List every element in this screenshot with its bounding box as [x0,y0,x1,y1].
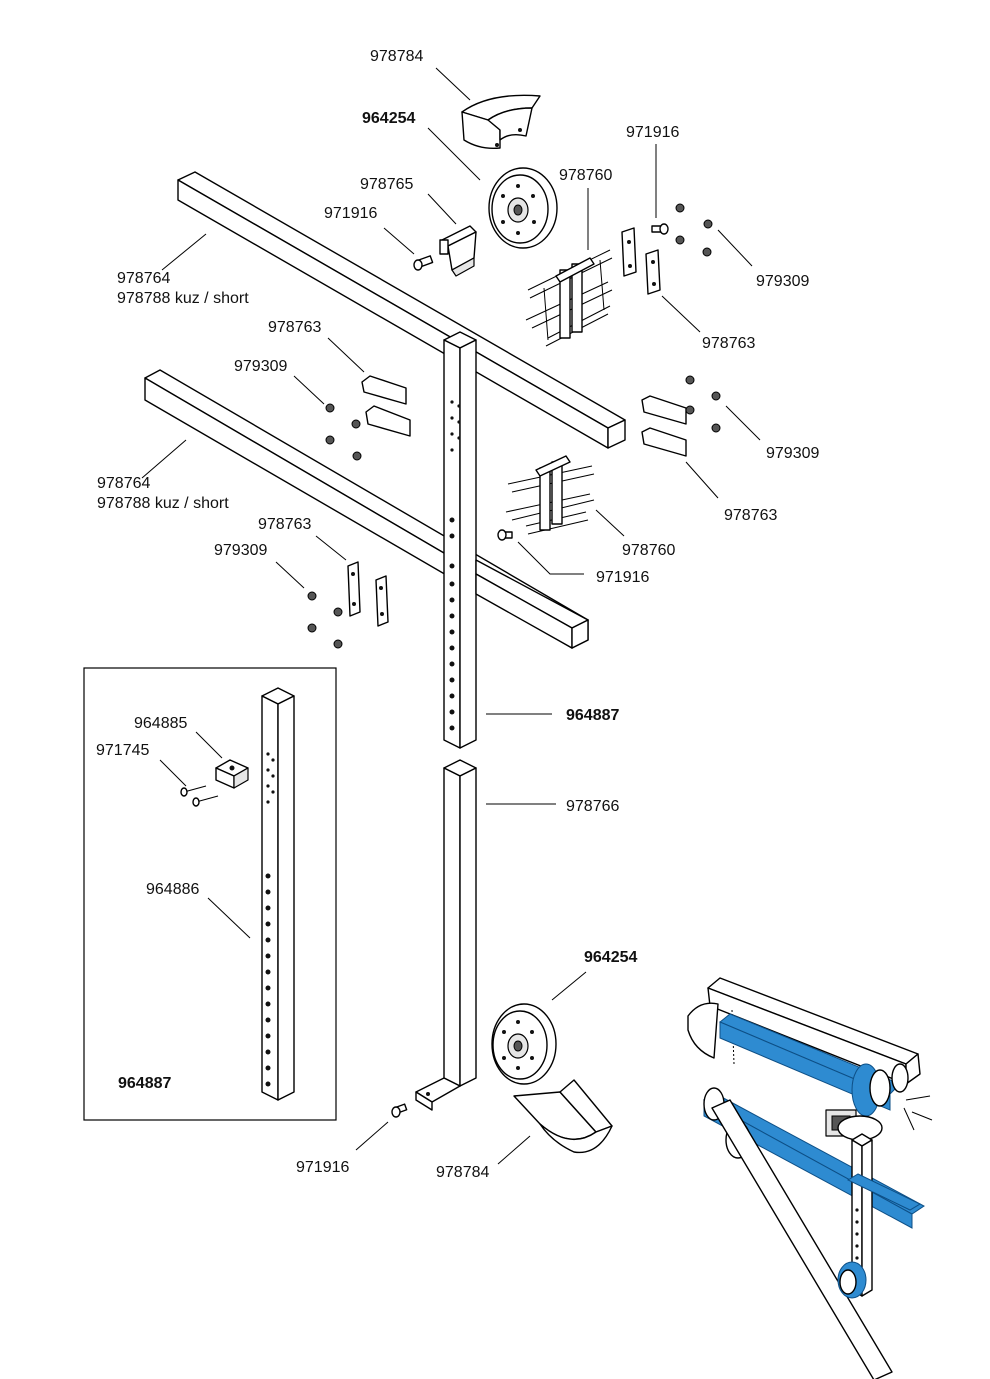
label-978764-mid: 978764 [97,475,150,492]
roller-frame-978760-low [505,455,595,535]
label-979309-top-right: 979309 [756,273,809,290]
label-978765: 978765 [360,176,413,193]
label-978760-low: 978760 [622,542,675,559]
label-979309-mid-left: 979309 [234,358,287,375]
bolt-971916-c [497,529,513,541]
bracket-978765 [439,225,477,277]
label-978788-top: 978788 kuz / short [117,290,249,307]
bolt-971916-d [391,1103,408,1118]
label-978766: 978766 [566,798,619,815]
label-964885: 964885 [134,715,187,732]
label-978784-top: 978784 [370,48,423,65]
label-964254-bottom: 964254 [584,949,637,966]
leader-lines [141,67,761,1165]
pulley-964254-top [488,167,558,249]
nuts-979309-top-right [675,203,713,257]
plate-978763-low-left [347,561,389,627]
label-978764-top: 978764 [117,270,170,287]
assembly-thumbnail [687,977,933,1379]
post-964887 [443,331,477,749]
guard-978784-top [461,94,541,150]
label-971916-d: 971916 [296,1159,349,1176]
plate-978763-mid-right [641,395,687,457]
label-978788-mid: 978788 kuz / short [97,495,229,512]
label-964887-inset: 964887 [118,1075,171,1092]
label-964886: 964886 [146,881,199,898]
bolt-971916-b [651,223,669,235]
plate-978763-top-right [621,227,661,295]
label-978784-bottom: 978784 [436,1164,489,1181]
label-978763-low-left: 978763 [258,516,311,533]
roller-frame-978760-top [525,249,613,347]
post-978766 [415,759,477,1111]
label-978763-mid-left: 978763 [268,319,321,336]
bolt-971916-a [413,255,434,271]
pulley-964254-bottom [491,1003,557,1085]
label-964887-right: 964887 [566,707,619,724]
inset-box [83,667,337,1121]
plate-978763-mid-left [361,375,411,437]
label-971745: 971745 [96,742,149,759]
label-979309-low-left: 979309 [214,542,267,559]
label-978760-top: 978760 [559,167,612,184]
label-971916-c: 971916 [596,569,649,586]
nuts-979309-mid-left [325,403,362,461]
label-979309-mid-right: 979309 [766,445,819,462]
guard-978784-bottom [513,1079,613,1154]
label-971916-a: 971916 [324,205,377,222]
nuts-979309-mid-right [685,375,721,433]
label-971916-b: 971916 [626,124,679,141]
label-978763-top-right: 978763 [702,335,755,352]
part-labels: 978784 964254 978765 971916 978760 97191… [96,48,819,1181]
label-978763-mid-right: 978763 [724,507,777,524]
nuts-979309-low-left [307,591,343,649]
label-964254-top: 964254 [362,110,415,127]
beam-978764-top [177,171,626,449]
beam-978764-mid-front [475,559,589,649]
